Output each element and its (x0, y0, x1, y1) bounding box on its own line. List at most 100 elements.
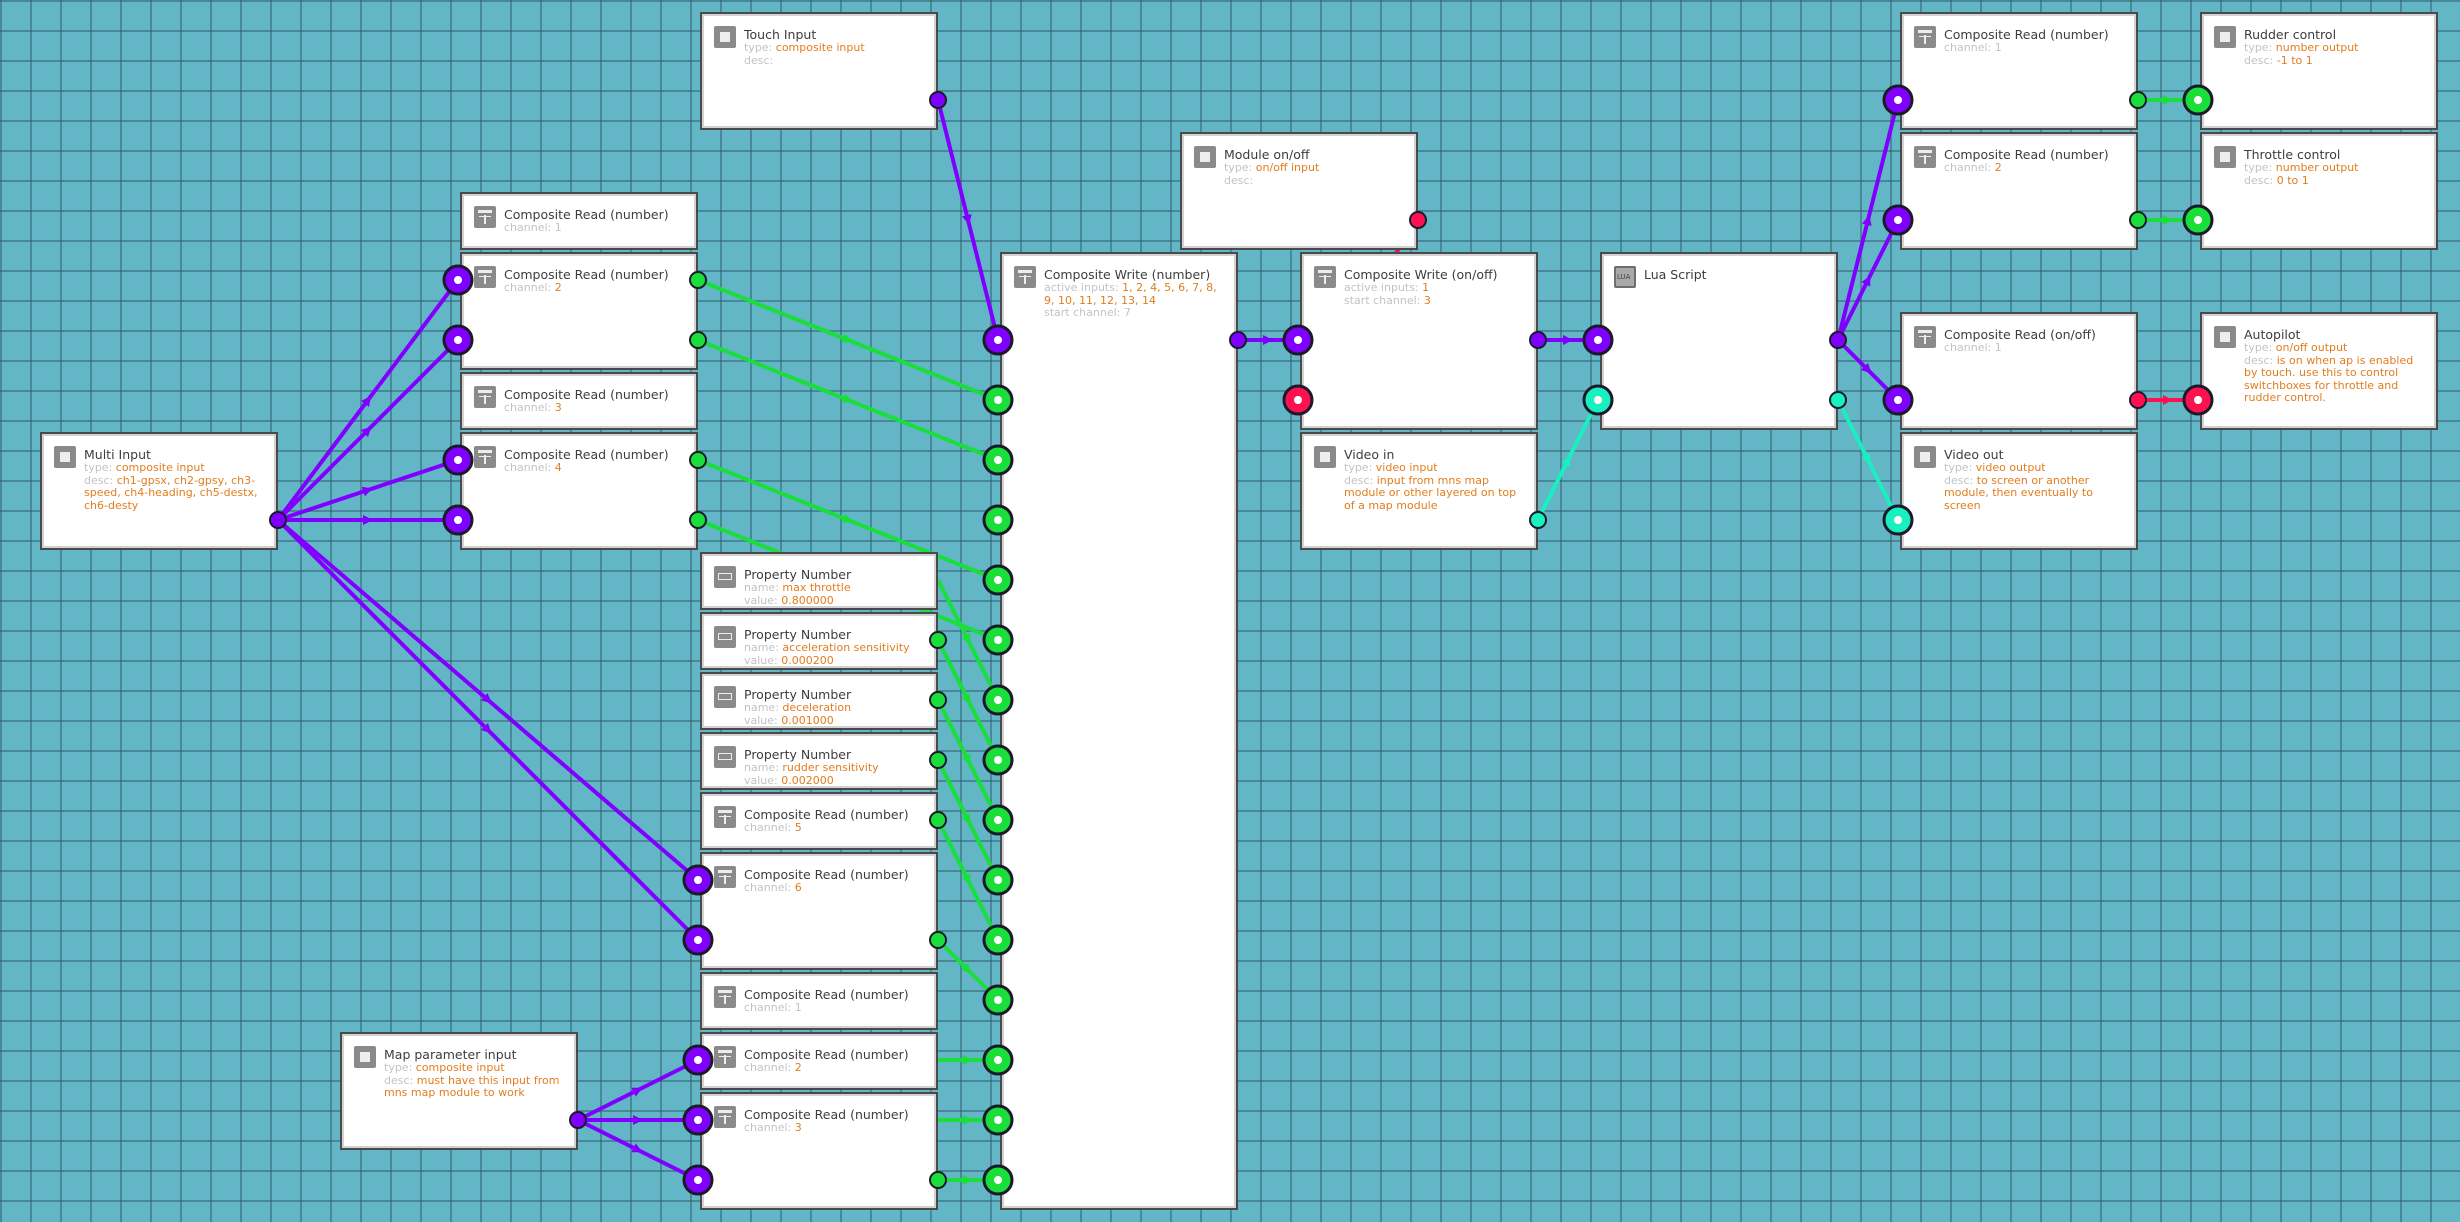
input-node-icon (54, 446, 76, 468)
name-value: max throttle (782, 581, 851, 594)
channel-value: 3 (554, 401, 562, 414)
composite-write-icon (1314, 266, 1336, 288)
composite-write-icon (1014, 266, 1036, 288)
node-composite-read-number[interactable]: Composite Read (number) channel: 6 (702, 854, 936, 968)
node-composite-read-number[interactable]: Composite Read (number) channel: 5 (702, 794, 936, 848)
node-composite-read-number[interactable]: Composite Read (number) channel: 2 (702, 1034, 936, 1088)
connection-wire (697, 278, 999, 402)
node-composite-read-number[interactable]: Composite Read (number) channel: 2 (1902, 134, 2136, 248)
desc-key: desc: (2244, 353, 2274, 367)
value-key: value: (744, 773, 778, 787)
desc-key: desc: (1224, 173, 1254, 187)
node-composite-read-number[interactable]: Composite Read (number) channel: 4 (462, 434, 696, 548)
connection-wire (936, 938, 1000, 1002)
input-node-icon (714, 26, 736, 48)
connection-wire (936, 759, 1000, 881)
connection-wire (1836, 399, 1900, 521)
value-value: 0.000200 (781, 653, 834, 667)
node-module-onoff[interactable]: Module on/off type: on/off input desc: (1182, 134, 1416, 248)
name-value: acceleration sensitivity (782, 641, 910, 654)
node-rudder-control[interactable]: Rudder control type: number output desc:… (2202, 14, 2436, 128)
desc-key: desc: (2244, 53, 2274, 67)
composite-read-icon (714, 1046, 736, 1068)
composite-read-icon (1914, 146, 1936, 168)
node-property-number[interactable]: Property Number name: deceleration value… (702, 674, 936, 728)
node-video-in[interactable]: Video in type: video input desc: input f… (1302, 434, 1536, 548)
channel-value: 1 (1994, 41, 2002, 54)
desc-value: is on when ap is enabled by touch. use t… (2244, 353, 2414, 404)
node-title: Property Number (744, 627, 852, 642)
node-title: Touch Input (744, 27, 817, 42)
channel-key: channel: (504, 281, 552, 294)
node-lua-script[interactable]: Lua Script (1602, 254, 1836, 428)
name-key: name: (744, 641, 779, 654)
node-composite-write-number[interactable]: Composite Write (number) active inputs: … (1002, 254, 1236, 1208)
node-title: Module on/off (1224, 147, 1310, 162)
composite-read-icon (714, 1106, 736, 1128)
connection-wire (697, 338, 999, 462)
node-title: Composite Write (on/off) (1344, 267, 1498, 282)
property-number-icon (714, 566, 736, 588)
node-multi-input[interactable]: Multi Input type: composite input desc: … (42, 434, 276, 548)
node-composite-read-number[interactable]: Composite Read (number) channel: 1 (702, 974, 936, 1028)
channel-value: 4 (554, 461, 562, 474)
connection-wire (1836, 219, 1900, 341)
node-title: Property Number (744, 687, 852, 702)
node-composite-read-number[interactable]: Composite Read (number) channel: 1 (1902, 14, 2136, 128)
node-title: Video in (1344, 447, 1395, 462)
node-property-number[interactable]: Property Number name: rudder sensitivity… (702, 734, 936, 788)
node-video-out[interactable]: Video out type: video output desc: to sc… (1902, 434, 2136, 548)
node-composite-read-number[interactable]: Composite Read (number) channel: 3 (462, 374, 696, 428)
output-node-icon (2214, 26, 2236, 48)
type-key: type: (744, 41, 773, 54)
desc-value: must have this input from mns map module… (384, 1073, 560, 1099)
node-property-number[interactable]: Property Number name: acceleration sensi… (702, 614, 936, 668)
node-composite-read-onoff[interactable]: Composite Read (on/off) channel: 1 (1902, 314, 2136, 428)
node-title: Composite Read (number) (504, 207, 669, 222)
type-key: type: (1224, 161, 1253, 174)
connection-wire (276, 338, 460, 522)
input-node-icon (354, 1046, 376, 1068)
node-title: Multi Input (84, 447, 151, 462)
node-title: Lua Script (1644, 267, 1707, 282)
connection-wire (936, 819, 1000, 941)
connection-wire (276, 518, 700, 942)
node-composite-read-number[interactable]: Composite Read (number) channel: 1 (462, 194, 696, 248)
node-autopilot[interactable]: Autopilot type: on/off output desc: is o… (2202, 314, 2436, 428)
desc-value: -1 to 1 (2276, 53, 2313, 67)
value-value: 0.800000 (781, 593, 834, 607)
node-title: Composite Read (number) (744, 1047, 909, 1062)
desc-value: ch1-gpsx, ch2-gpsy, ch3-speed, ch4-headi… (84, 473, 258, 512)
connection-wire (936, 579, 1000, 701)
node-map-parameter-input[interactable]: Map parameter input type: composite inpu… (342, 1034, 576, 1148)
property-number-icon (714, 626, 736, 648)
node-title: Composite Read (number) (504, 387, 669, 402)
name-value: deceleration (782, 701, 852, 714)
connection-wire (697, 458, 999, 582)
node-touch-input[interactable]: Touch Input type: composite input desc: (702, 14, 936, 128)
node-throttle-control[interactable]: Throttle control type: number output des… (2202, 134, 2436, 248)
type-value: composite input (415, 1061, 505, 1074)
output-node-icon (2214, 326, 2236, 348)
value-key: value: (744, 713, 778, 727)
node-property-number[interactable]: Property Number name: max throttle value… (702, 554, 936, 608)
channel-key: channel: (744, 821, 792, 834)
node-title: Composite Read (number) (504, 267, 669, 282)
start-channel-value: 3 (1423, 293, 1431, 307)
value-value: 0.001000 (781, 713, 834, 727)
composite-read-icon (474, 386, 496, 408)
start-channel-key: start channel: (1344, 293, 1421, 307)
channel-key: channel: (504, 221, 552, 234)
input-node-icon (1314, 446, 1336, 468)
connection-wire (276, 518, 700, 882)
node-composite-read-number[interactable]: Composite Read (number) channel: 3 (702, 1094, 936, 1208)
composite-read-icon (1914, 26, 1936, 48)
lua-icon (1614, 266, 1636, 288)
node-composite-write-onoff[interactable]: Composite Write (on/off) active inputs: … (1302, 254, 1536, 428)
node-title: Rudder control (2244, 27, 2337, 42)
node-title: Composite Read (number) (504, 447, 669, 462)
node-composite-read-number[interactable]: Composite Read (number) channel: 2 (462, 254, 696, 368)
name-key: name: (744, 581, 779, 594)
channel-key: channel: (744, 881, 792, 894)
